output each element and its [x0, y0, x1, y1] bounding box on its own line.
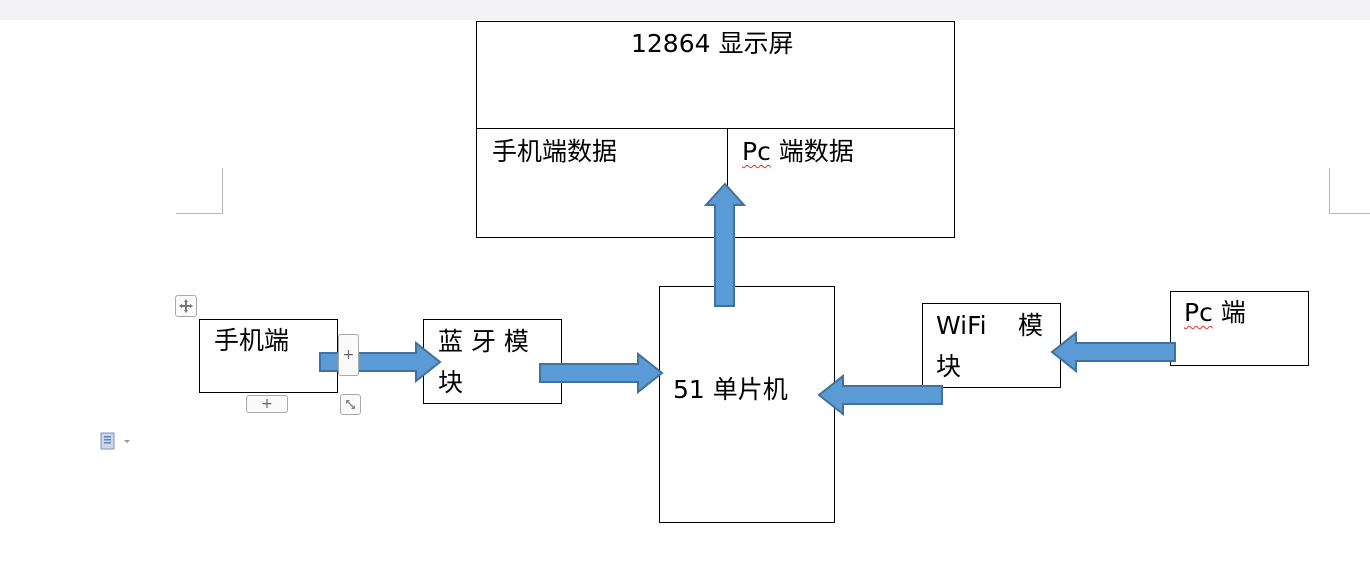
arrow-bluetooth-to-mcu	[539, 351, 664, 395]
pc-data-cell: Pc 端数据	[742, 136, 854, 168]
move-icon[interactable]	[175, 295, 197, 317]
add-column-button[interactable]: +	[338, 334, 359, 376]
arrow-pc-to-wifi	[1050, 330, 1176, 374]
wifi-node-label-a: WiFi	[936, 311, 987, 340]
bluetooth-node-label-line1: 蓝 牙 模	[438, 327, 529, 356]
paste-options-icon[interactable]	[100, 432, 134, 450]
pc-node-prefix: Pc	[1184, 298, 1213, 327]
page-margin-mark-right	[1329, 168, 1370, 214]
display-title: 12864 显示屏	[631, 29, 794, 58]
phone-data-cell: 手机端数据	[492, 137, 618, 166]
arrow-phone-to-bluetooth	[319, 340, 442, 384]
phone-node-label: 手机端	[214, 326, 290, 355]
bluetooth-node-label-line2: 块	[438, 368, 464, 397]
bluetooth-node[interactable]	[423, 319, 562, 404]
display-table-divider-vertical	[727, 128, 728, 238]
pc-data-prefix: Pc	[742, 137, 771, 166]
mcu-node-label: 51 单片机	[673, 375, 788, 404]
wifi-node-label-line2: 块	[936, 352, 962, 381]
wifi-node-label-b: 模	[1018, 311, 1044, 340]
resize-icon[interactable]	[340, 394, 361, 415]
pc-node[interactable]	[1170, 291, 1309, 366]
pc-node-suffix: 端	[1212, 298, 1246, 327]
mcu-node[interactable]	[659, 286, 835, 523]
window-top-bar	[0, 0, 1370, 20]
arrow-wifi-to-mcu	[817, 373, 943, 417]
pc-data-suffix: 端数据	[770, 137, 854, 166]
arrow-mcu-to-display	[703, 182, 747, 307]
wifi-node[interactable]	[922, 303, 1061, 388]
add-row-button[interactable]: +	[246, 395, 288, 413]
page-margin-mark-left	[176, 168, 223, 214]
pc-node-label: Pc 端	[1184, 297, 1246, 329]
display-table-divider-horizontal	[476, 128, 955, 129]
phone-node[interactable]	[199, 319, 338, 393]
